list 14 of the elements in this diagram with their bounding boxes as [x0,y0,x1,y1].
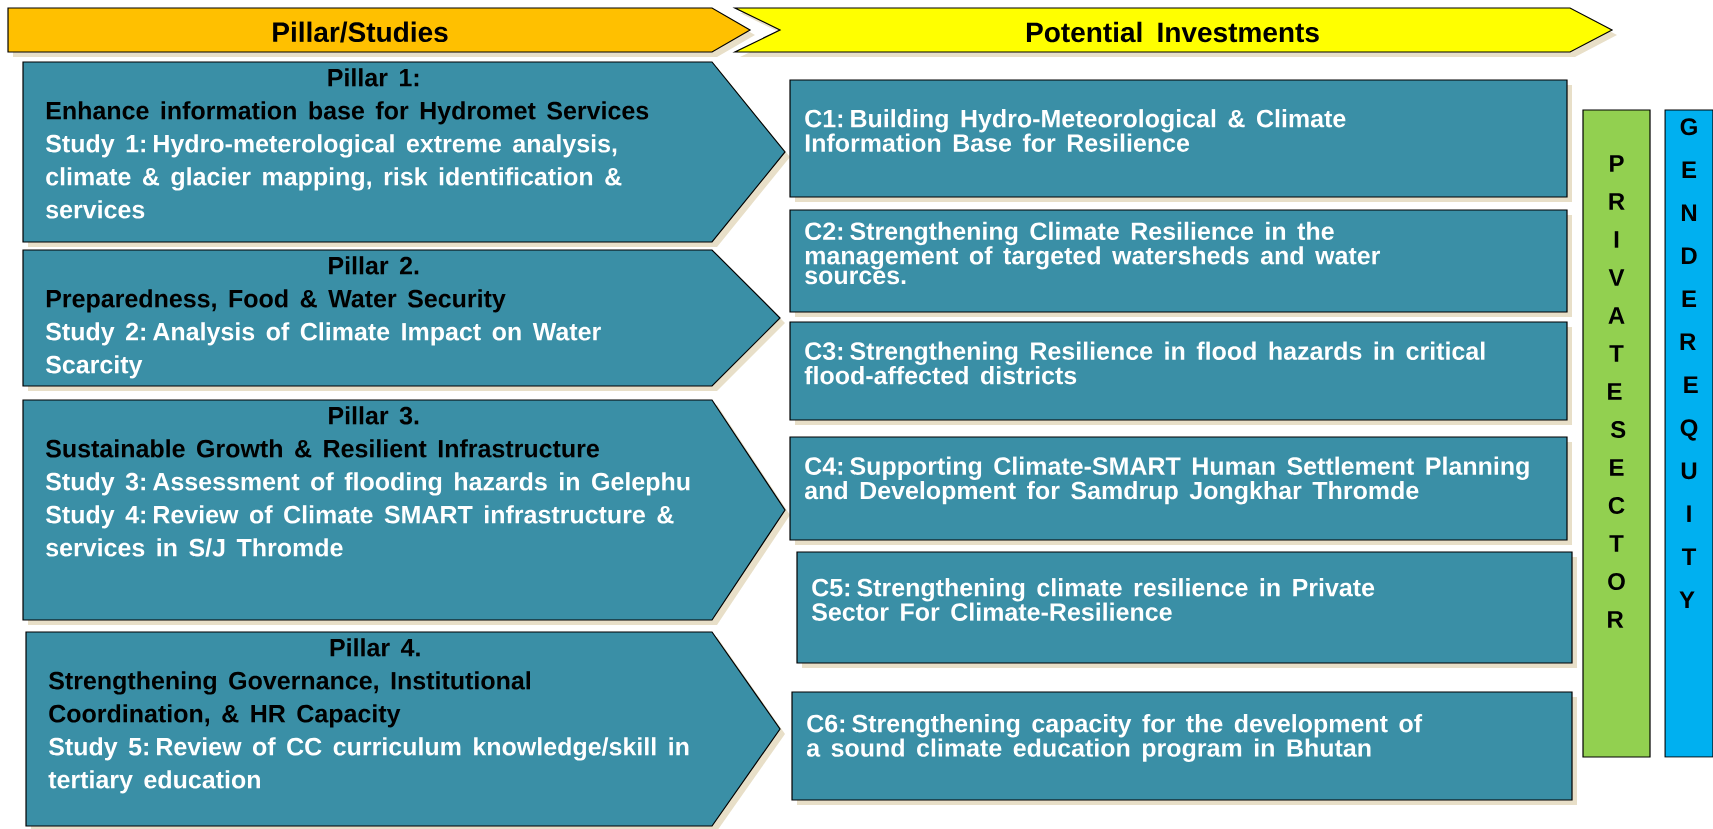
header-banner: Pillar/Studies [7,7,755,57]
vertical-banner: PRIVATE SECTOR [1582,109,1651,758]
investment-box: C4: Supporting Climate-SMART Human Settlement Planning and Development for Samdrup Jongkhar Thromde [789,436,1572,545]
vertical-banner: GENDER EQUITY [1664,109,1713,758]
investment-box: C5: Strengthening climate resilience in Private Sector For Climate-Resilience [796,551,1577,668]
pillar-box: Pillar 2. Preparedness, Food & Water Security Study 2: Analysis of Climate Impact on Water Scarcity [22,249,785,391]
pillar-box: Pillar 4. Strengthening Governance, Institutional Coordination, & HR Capacity Study 5: Review of CC curriculum knowledge/skill in tertiary education [25,631,785,829]
investment-box: C3: Strengthening Resilience in flood hazards in critical flood-affected districts [789,321,1572,425]
investment-box: C2: Strengthening Climate Resilience in the management of targeted watersheds and water sources. [789,209,1572,317]
pillar-box: Pillar 1: Enhance information base for Hydromet Services Study 1: Hydro-meterological extreme analysis, climate & glacier mapping, risk identification & services [22,61,790,247]
investment-box: C6: Strengthening capacity for the development of a sound climate education program in Bhutan [791,691,1577,805]
header-banner: Potential Investments [732,7,1617,57]
investment-box: C1: Building Hydro-Meteorological & Climate Information Base for Resilience [789,79,1572,202]
pillar-box: Pillar 3. Sustainable Growth & Resilient Infrastructure Study 3: Assessment of flooding hazards in Gelephu Study 4: Review of Climate SMART infrastructure & services in S/J Thromde [22,399,790,625]
